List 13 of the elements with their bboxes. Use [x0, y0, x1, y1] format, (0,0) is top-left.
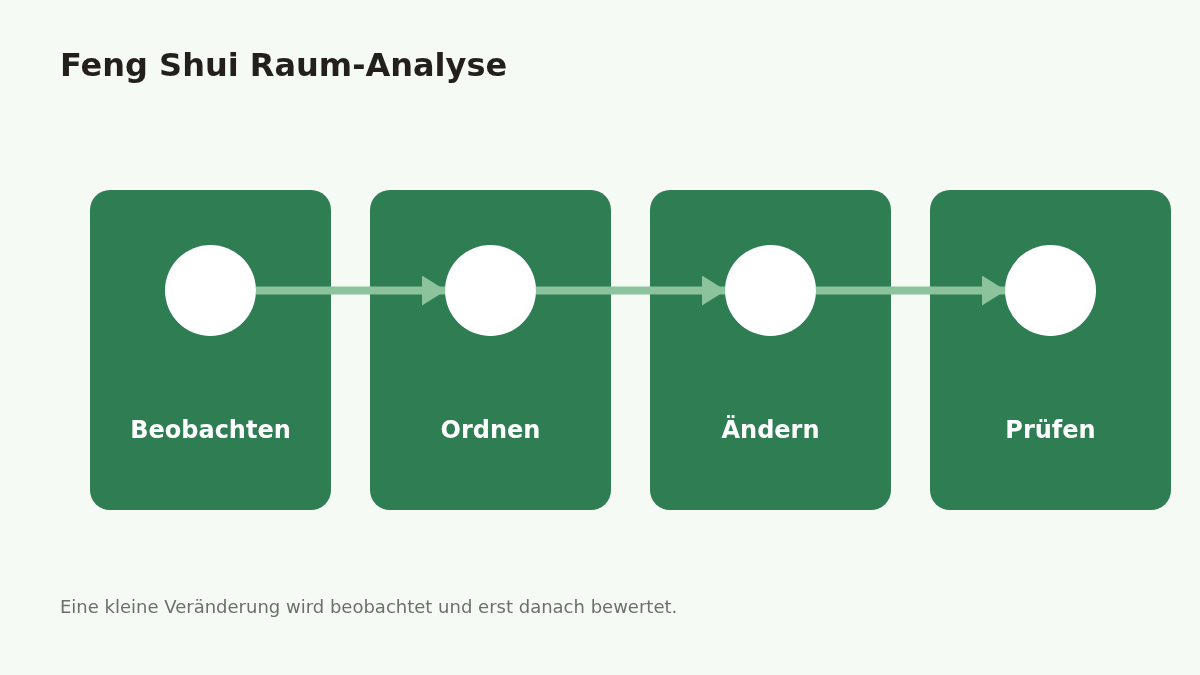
- step-card: [650, 190, 891, 510]
- step-card: [90, 190, 331, 510]
- diagram-title: Feng Shui Raum-Analyse: [60, 45, 508, 85]
- arrow: [816, 275, 1006, 306]
- step-card: [930, 190, 1171, 510]
- step-card: [370, 190, 611, 510]
- arrow: [536, 275, 726, 306]
- step-label: Prüfen: [1004, 415, 1097, 445]
- step-label: Beobachten: [129, 415, 292, 445]
- caption: Eine kleine Veränderung wird beobachtet und erst danach bewertet.: [60, 595, 678, 619]
- step-label: Ändern: [720, 415, 821, 445]
- step-label: Ordnen: [439, 415, 542, 445]
- arrow: [256, 275, 446, 306]
